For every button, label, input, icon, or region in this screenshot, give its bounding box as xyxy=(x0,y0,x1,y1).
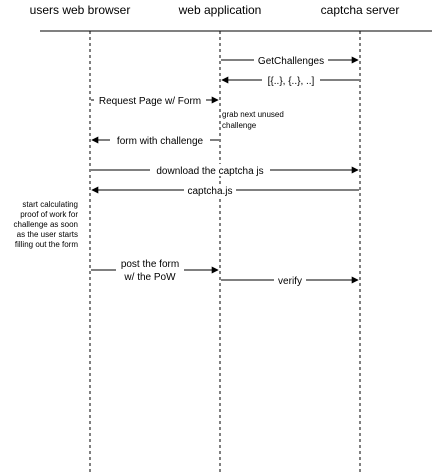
label-post-form-line2: w/ the PoW xyxy=(123,272,176,283)
label-bg-verify xyxy=(274,274,306,286)
label-form-with-challenge: form with challenge xyxy=(117,136,204,147)
label-verify: verify xyxy=(278,276,302,287)
participant-captcha: captcha server xyxy=(321,3,400,17)
note-grab-line1: grab next unused xyxy=(222,110,284,119)
participant-browser: users web browser xyxy=(30,3,131,17)
label-request-page: Request Page w/ Form xyxy=(99,96,201,107)
note-pow-line2: proof of work for xyxy=(20,210,78,219)
note-pow-line3: challenge as soon xyxy=(14,220,79,229)
label-download-js: download the captcha js xyxy=(156,166,263,177)
label-bg-download-js xyxy=(150,164,270,176)
label-bg-get-challenges xyxy=(254,54,328,66)
note-grab-line2: challenge xyxy=(222,121,257,130)
label-post-form-line1: post the form xyxy=(121,259,179,270)
note-pow-line5: filling out the form xyxy=(15,240,78,249)
label-bg-request-page xyxy=(94,94,206,106)
note-pow-line1: start calculating xyxy=(22,200,78,209)
label-captcha-js: captcha.js xyxy=(187,186,232,197)
label-bg-form-with-challenge xyxy=(110,134,210,146)
label-bg-challenge-list xyxy=(262,74,320,86)
label-bg-captcha-js xyxy=(184,184,236,196)
note-pow-line4: as the user starts xyxy=(17,230,78,239)
label-bg-post-form xyxy=(116,264,184,276)
participant-webapp: web application xyxy=(178,3,262,17)
label-get-challenges: GetChallenges xyxy=(258,56,324,67)
label-challenge-list: [{..}, {..}, ..] xyxy=(268,76,315,87)
